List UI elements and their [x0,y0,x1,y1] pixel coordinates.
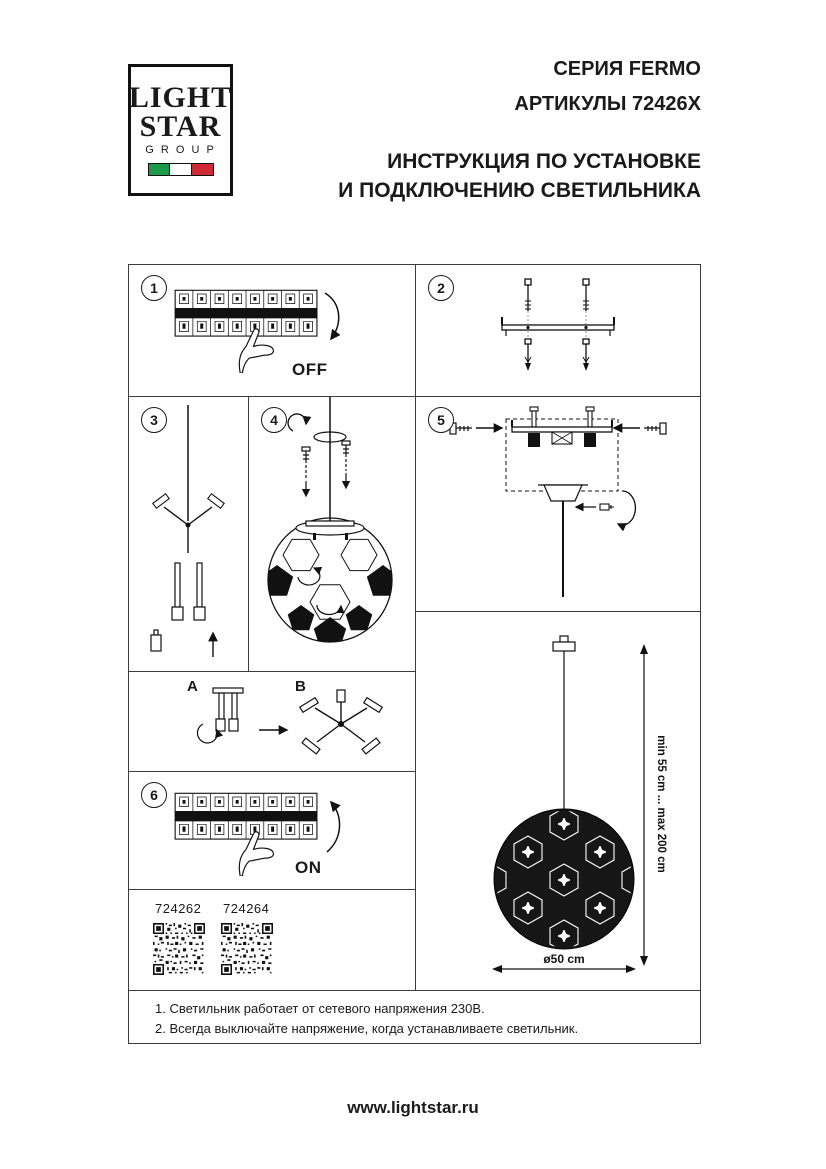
step-6-panel: 6 ON [128,771,416,890]
instruction-title-line1: ИНСТРУКЦИЯ ПО УСТАНОВКЕ [387,150,701,173]
step-2-number: 2 [428,275,454,301]
screw-right [341,440,351,490]
ceiling-canopy [552,635,576,652]
step-4-number: 4 [261,407,287,433]
qr-code-right [221,923,273,975]
flag-red-stripe [191,164,213,175]
inner-rotate-arrow-1 [297,566,323,586]
mounting-bracket [501,317,615,336]
ceiling-bracket [511,406,613,447]
canopy-mounting-diagram [449,406,667,597]
pendant-dimensions-diagram: min 55 cm ... max 200 cm ø50 cm [492,635,667,973]
step-2-panel: 2 [415,264,701,397]
rotate-arrow [287,413,312,432]
hanger-bolts [524,278,590,311]
inner-rotate-arrow-2 [316,604,345,616]
pendant-dimensions-panel: min 55 cm ... max 200 cm ø50 cm [415,611,701,991]
inner-bracket [305,520,355,540]
article-code-left: 724262 [155,901,202,916]
side-screw-right [644,422,667,435]
header-text: СЕРИЯ FERMO АРТИКУЛЫ 72426X ИНСТРУКЦИЯ П… [338,58,701,206]
qr-code-left [153,923,205,975]
rod-assembly-diagram [150,405,225,657]
variant-b-label: B [295,678,306,695]
height-dimension-arrow [640,644,648,966]
rotate-arrow [616,490,637,532]
article-code-right: 724264 [223,901,270,916]
breaker-on-diagram [174,792,341,876]
logo-word-group: G R O U P [145,144,216,156]
diameter-dimension-arrow [492,965,636,973]
shade-pattern [496,811,632,947]
breaker-off-diagram [174,289,341,373]
logo-flag [147,163,214,176]
cable-grips [171,562,206,621]
shade-facets [268,538,392,642]
note-line-2: 2. Всегда выключайте напряжение, когда у… [155,1021,579,1037]
set-screw [599,503,614,511]
logo-word-star: STAR [139,109,222,143]
screw-left [301,446,311,498]
website-footer: www.lightstar.ru [347,1098,479,1117]
spider-connector [152,493,225,553]
rotate-ellipse [313,431,347,443]
power-on-label: ON [295,858,322,877]
instruction-title-line2: И ПОДКЛЮЧЕНИЮ СВЕТИЛЬНИКА [338,179,701,203]
note-line-1: 1. Светильник работает от сетевого напря… [155,1001,485,1016]
logo-word-light: LIGHT [128,81,233,114]
flag-white-stripe [170,164,192,175]
height-dimension-label: min 55 cm ... max 200 cm [655,735,667,872]
lightstar-logo: LIGHT STAR G R O U P [128,64,233,196]
step-3-number: 3 [141,407,167,433]
rotate-arrow-a [196,723,224,744]
switch-off-arrow [324,292,341,341]
connector-variants-diagram [196,687,384,755]
step-1-number: 1 [141,275,167,301]
variant-a-connector [212,687,244,732]
side-screw-left [449,422,472,435]
step-1-panel: 1 OFF [128,264,416,397]
variants-ab-panel: A B [128,671,416,772]
step-5-number: 5 [428,407,454,433]
flag-green-stripe [148,164,171,175]
articles-line: АРТИКУЛЫ 72426X [514,93,701,115]
variant-a-label: A [187,678,198,695]
step-6-number: 6 [141,782,167,808]
variant-b-connector [298,689,384,755]
canopy-cup [538,484,588,502]
diameter-dimension-label: ø50 cm [543,952,584,966]
switch-on-arrow [326,800,341,853]
step-3-panel: 3 [128,396,249,672]
mounting-hardware-diagram [501,278,615,371]
series-title: СЕРИЯ FERMO [553,58,701,80]
article-codes-panel: 724262 724264 [128,889,416,991]
wall-anchors [524,338,590,371]
end-plug [150,629,162,652]
notes-panel: 1. Светильник работает от сетевого напря… [128,990,701,1044]
step-4-panel: 4 [248,396,416,672]
power-off-label: OFF [292,360,328,379]
shade-assembly-diagram [267,397,393,643]
step-5-panel: 5 [415,396,701,612]
